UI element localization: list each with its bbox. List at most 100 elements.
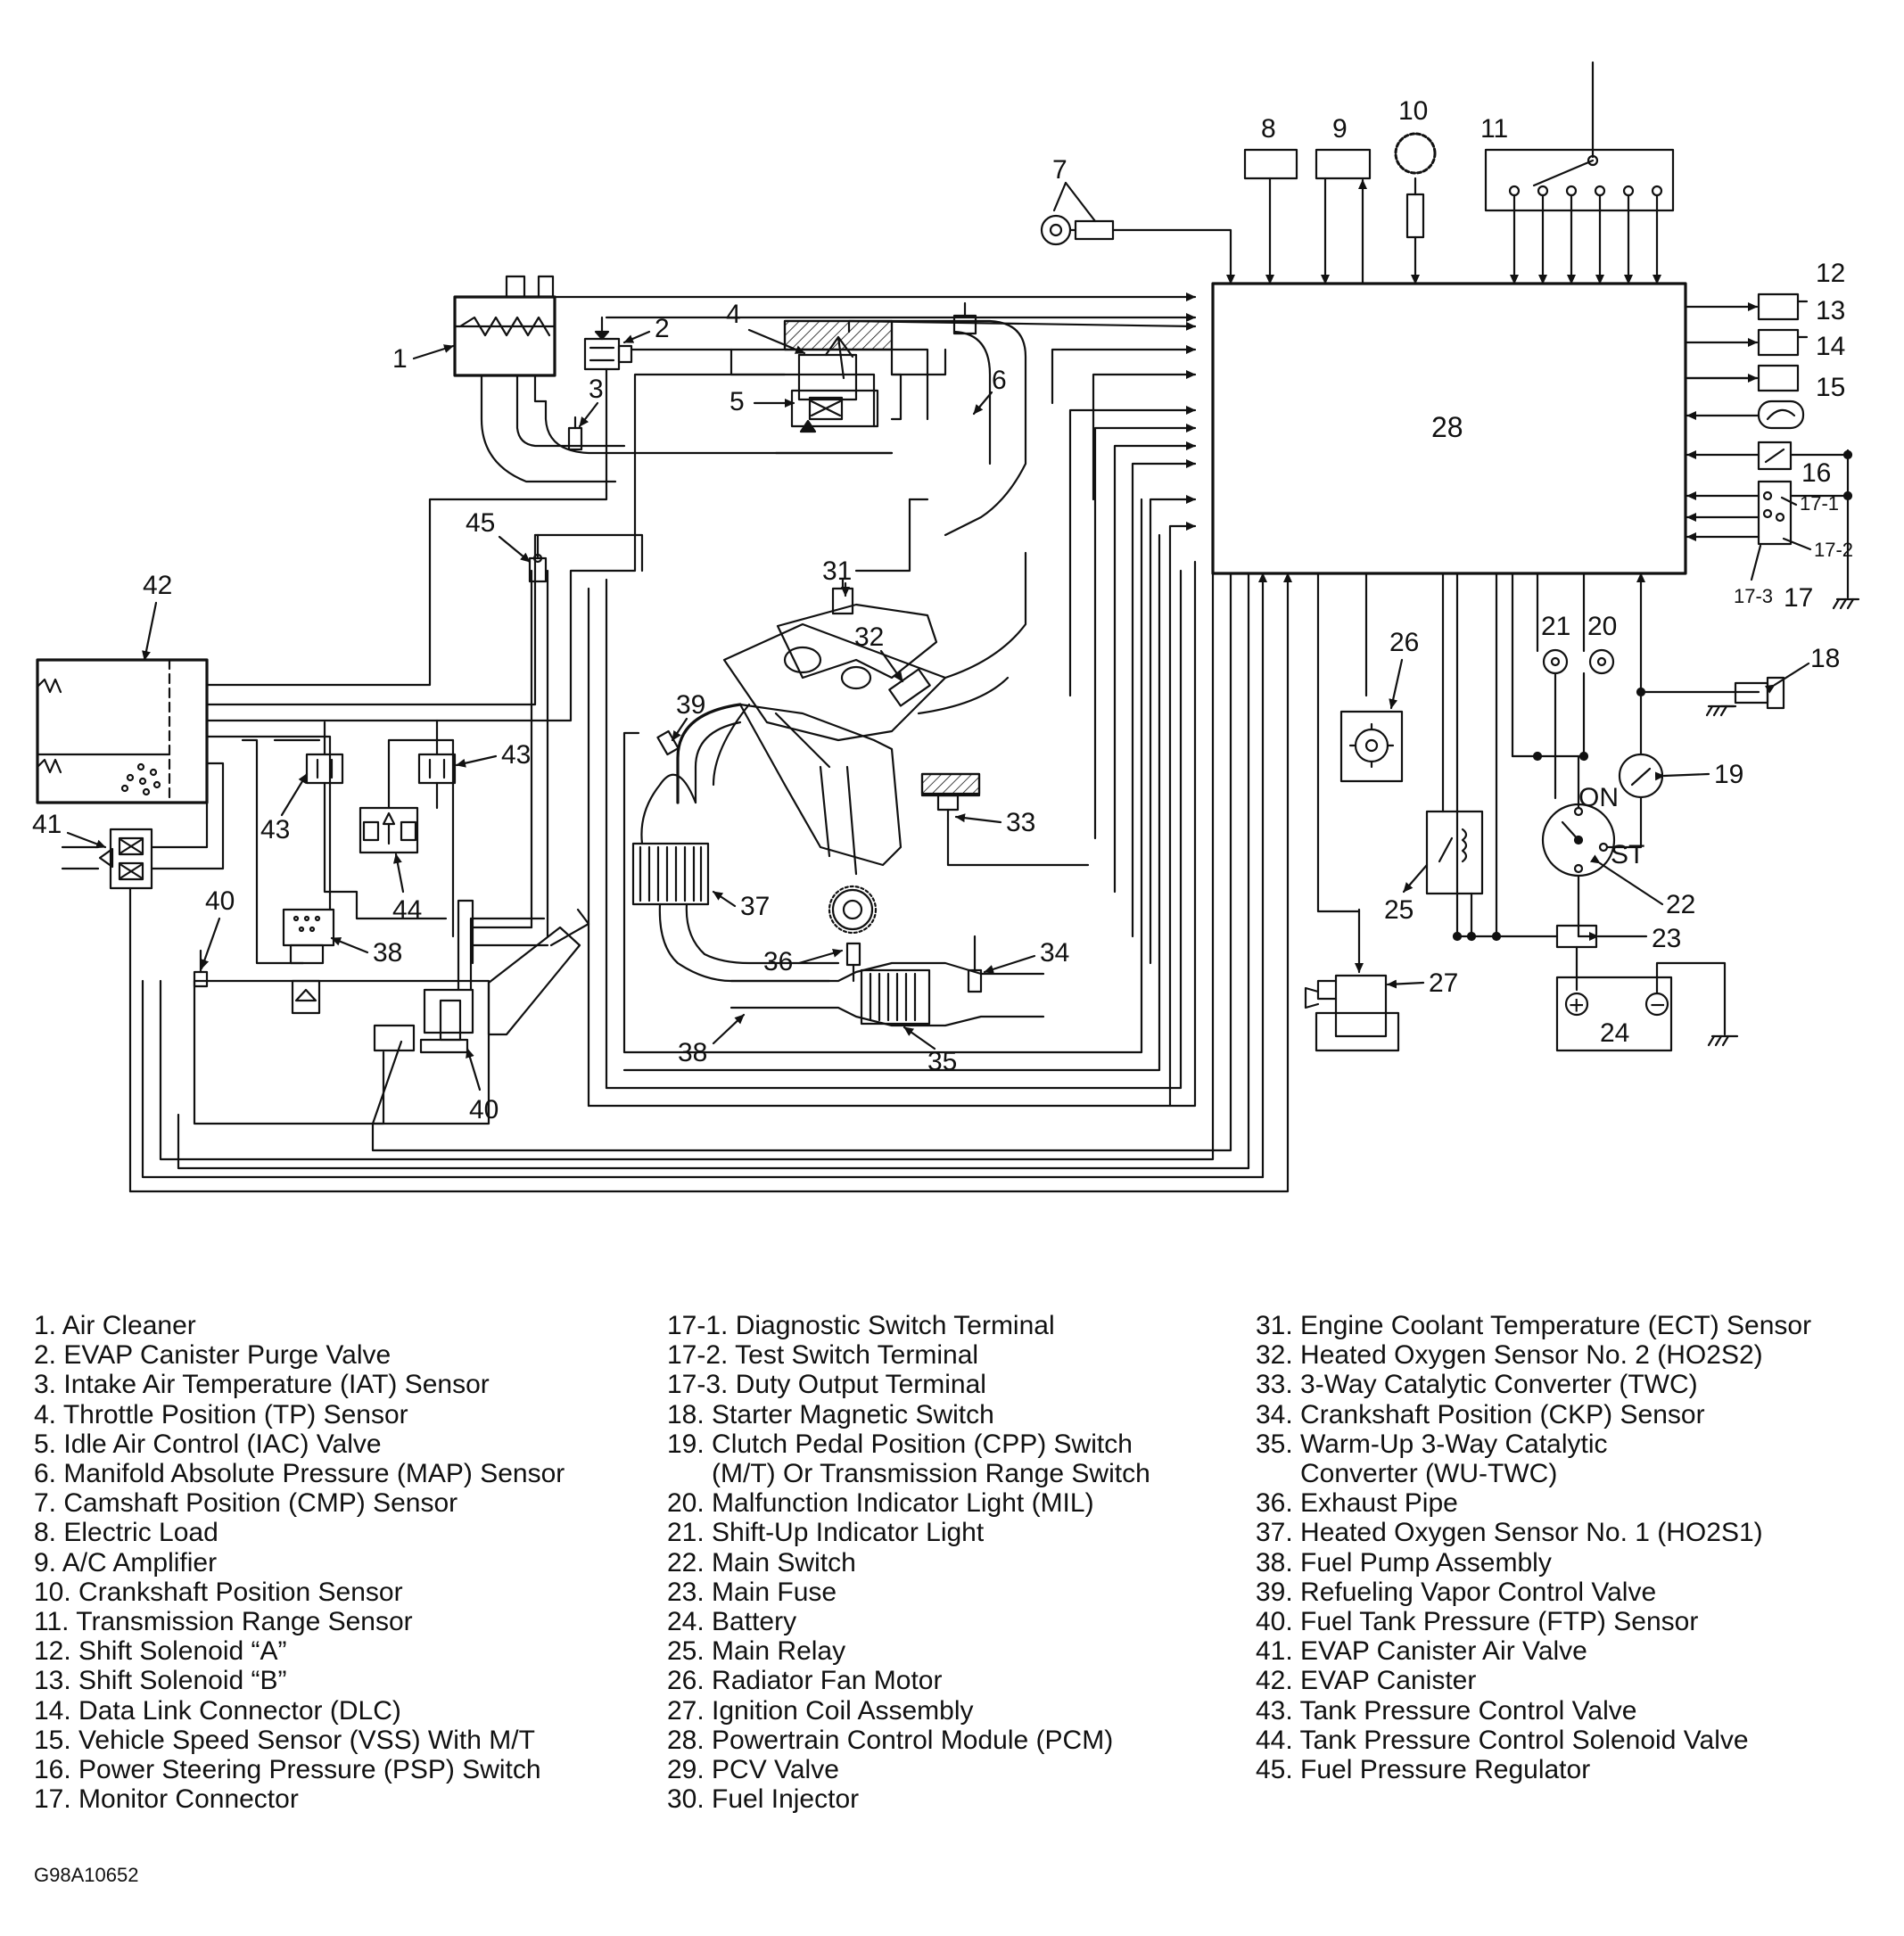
figure-id: G98A10652 [34,1864,139,1886]
switch-st-label: ST [1611,840,1644,869]
callout-40: 40 [205,886,235,916]
callout-22: 22 [1666,890,1695,919]
callout-1: 1 [392,344,408,374]
legend-item: 43. Tank Pressure Control Valve [1256,1695,1637,1726]
pcm-label: 28 [1431,411,1463,443]
legend-item: 31. Engine Coolant Temperature (ECT) Sen… [1256,1311,1812,1340]
legend-item: 4. Throttle Position (TP) Sensor [34,1399,408,1429]
legend-item: 22. Main Switch [667,1547,856,1578]
legend-column-1: 1. Air Cleaner 2. EVAP Canister Purge Va… [34,1311,565,1814]
callout-32: 34 [1040,938,1069,968]
callout-25: 25 [1384,895,1414,925]
legend-item: 39. Refueling Vapor Control Valve [1256,1577,1657,1607]
legend-item: 8. Electric Load [34,1518,218,1548]
air-cleaner [453,275,626,483]
camshaft-position-sensor [1040,181,1235,285]
callout-19: 19 [1714,760,1743,789]
fuel-tank [193,572,1232,1152]
iat-sensor [567,416,583,451]
legend-item: 26. Radiator Fan Motor [667,1666,943,1696]
legend-item: 33. 3-Way Catalytic Converter (TWC) [1256,1370,1698,1400]
pcm-lower-wiring [1304,572,1785,1052]
legend-item: 25. Main Relay [667,1636,846,1667]
callout-17-3: 17-3 [1734,585,1773,607]
warm-up-catalytic-converter [631,773,840,983]
legend-item: 44. Tank Pressure Control Solenoid Valve [1256,1725,1749,1755]
legend-item: 11. Transmission Range Sensor [34,1607,413,1637]
callout-34: 36 [763,947,793,976]
callout-18: 18 [1810,644,1840,673]
callout-30: 32 [854,622,884,652]
legend-item: 20. Malfunction Indicator Light (MIL) [667,1488,1094,1519]
callout-38: 40 [469,1095,499,1125]
legend-item: 37. Heated Oxygen Sensor No. 1 (HO2S1) [1256,1518,1763,1548]
legend-item: 17-1. Diagnostic Switch Terminal [667,1311,1055,1340]
map-sensor [952,301,977,335]
callout-45: 45 [466,508,495,538]
legend-item: 9. A/C Amplifier [34,1547,218,1578]
legend-item-continuation: Converter (WU-TWC) [1300,1459,1558,1489]
legend-item: 34. Crankshaft Position (CKP) Sensor [1256,1399,1705,1429]
fuel-pressure-regulator [528,533,548,583]
legend-item: 16. Power Steering Pressure (PSP) Switch [34,1755,541,1785]
evap-piping [205,367,876,965]
monitor-connector [1686,449,1860,610]
legend-item: 35. Warm-Up 3-Way Catalytic [1256,1429,1608,1459]
pcm-box [1211,282,1687,575]
legend-item: 29. PCV Valve [667,1755,839,1785]
legend-item: 42. EVAP Canister [1256,1666,1477,1696]
ac-amplifier [1315,148,1372,285]
transmission-range-sensor [1484,61,1675,285]
legend-item: 32. Heated Oxygen Sensor No. 2 (HO2S2) [1256,1340,1763,1371]
ckp-sensor [828,885,878,983]
callout-3: 3 [589,375,604,404]
callout-17-2: 17-2 [1814,539,1853,561]
callout-16: 16 [1801,458,1831,488]
legend-item: 40. Fuel Tank Pressure (FTP) Sensor [1256,1607,1699,1637]
engine-assembly [676,498,1027,876]
evap-canister-air-valve [61,762,225,890]
crankshaft-position-sensor-rotor [1394,132,1437,285]
callout-43-left: 43 [260,815,290,844]
battery-negative-label: − [1650,991,1666,1020]
sensor-signal-wiring [141,292,1267,1179]
callout-4: 4 [726,300,741,329]
callout-44: 44 [392,895,422,925]
data-link-connector [1684,364,1800,392]
legend-item: 18. Starter Magnetic Switch [667,1399,994,1429]
callout-37: 39 [676,690,705,720]
legend-item: 19. Clutch Pedal Position (CPP) Switch [667,1429,1133,1459]
legend-item: 12. Shift Solenoid “A” [34,1636,287,1667]
callout-14: 14 [1816,332,1845,361]
electric-load [1243,148,1298,285]
legend-item: 41. EVAP Canister Air Valve [1256,1636,1587,1667]
legend-item: 17-2. Test Switch Terminal [667,1340,979,1371]
legend-column-2: 17-1. Diagnostic Switch Terminal 17-2. T… [667,1311,1150,1814]
callout-35: 37 [740,892,770,921]
callout-24: 24 [1600,1018,1629,1048]
callout-31: 33 [1006,808,1035,837]
exhaust-system [729,935,1045,1027]
legend-item: 30. Fuel Injector [667,1784,860,1815]
legend-item: 23. Main Fuse [667,1577,837,1607]
callout-13: 13 [1816,296,1845,325]
evap-canister-purge-valve [583,316,633,371]
intake-duct [544,319,1027,537]
legend-item: 24. Battery [667,1607,797,1637]
shift-solenoid-b [1684,328,1809,357]
legend-item: 6. Manifold Absolute Pressure (MAP) Sens… [34,1459,565,1489]
legend-item: 13. Shift Solenoid “B” [34,1666,287,1696]
legend-item: 7. Camshaft Position (CMP) Sensor [34,1488,458,1519]
callout-26: 26 [1389,628,1419,657]
legend-item: 17. Monitor Connector [34,1784,299,1815]
callout-15: 15 [1816,373,1845,402]
legend-item: 14. Data Link Connector (DLC) [34,1695,401,1726]
vehicle-speed-sensor [1686,400,1805,430]
shift-solenoid-a [1684,292,1809,321]
engine-control-system-diagram: 28 [32,61,1860,1193]
legend-item: 38. Fuel Pump Assembly [1256,1547,1552,1578]
callout-43-right: 43 [501,740,531,770]
battery-positive-label: + [1569,991,1585,1020]
callout-27: 27 [1429,968,1458,998]
legend-item: 2. EVAP Canister Purge Valve [34,1340,392,1371]
